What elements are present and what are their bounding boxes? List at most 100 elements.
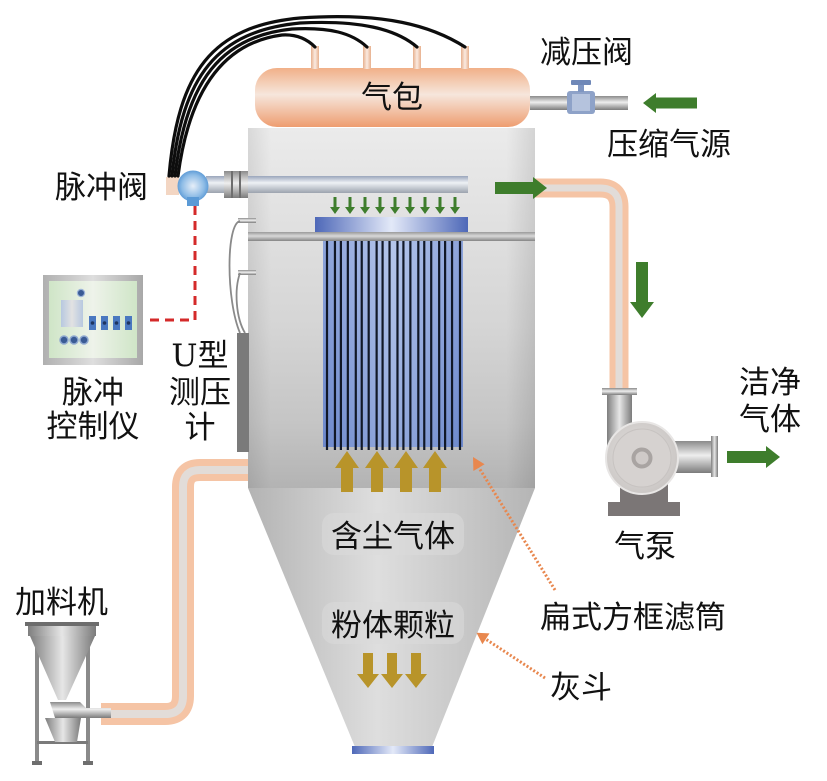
pulse-jet-arrow [390, 197, 400, 214]
filter-cartridge-callout: 扁式方框滤筒 [473, 457, 726, 636]
control-signal-line [147, 206, 197, 322]
pulse-valve-signal-port [187, 197, 199, 206]
controller-dials [59, 335, 89, 345]
controller-dial [79, 335, 89, 345]
air-pump-label: 气泵 [614, 529, 676, 565]
powder-fall-arrow [405, 653, 427, 688]
feeder-leg-right [86, 626, 90, 765]
feeder-top-collar [28, 626, 96, 636]
blow-pipe [206, 176, 468, 193]
feeder-leg-left [35, 626, 39, 765]
pulse-jet-arrow [375, 197, 385, 214]
dusty-gas-arrow [365, 451, 389, 492]
gas-down-arrow [630, 262, 654, 318]
pulse-hose [173, 27, 369, 178]
outlet-duct-highlight [535, 184, 623, 390]
hopper-discharge-flange [352, 746, 434, 754]
manometer-tube [235, 272, 246, 334]
pulse-valve-body [177, 170, 209, 202]
pump-outlet-flange [711, 436, 718, 477]
feeder-hopper-cone [30, 636, 95, 700]
outlet-duct [535, 178, 629, 390]
blow-pipe-assembly [206, 171, 468, 198]
controller-switches [89, 316, 132, 330]
powder-label-bg [322, 602, 464, 644]
dusty-gas-arrow [394, 451, 418, 492]
controller-indicator-knob [76, 288, 86, 298]
feeder-foot-right [83, 761, 93, 765]
pressure-reducing-valve-stem [578, 84, 584, 92]
pump-inlet-flange [602, 388, 637, 395]
clean-gas-label-line1: 洁净 [739, 365, 801, 401]
gas-drum-nozzle [461, 46, 469, 69]
pressure-reducing-valve-handwheel [571, 80, 591, 85]
manometer-tap-lower [238, 270, 256, 275]
switch-dot [102, 321, 107, 325]
diffuser-plate [315, 217, 468, 232]
filter-callout-arrowhead [473, 457, 485, 471]
outlet-duct-outer [535, 178, 629, 390]
switch-dot [114, 321, 119, 325]
air-pump: 气泵 [602, 388, 718, 565]
pulse-jet-arrow [420, 197, 430, 214]
compressed-air-line: 减压阀 压缩气源 [530, 35, 731, 163]
ash-hopper-label: 灰斗 [550, 670, 612, 706]
pulse-jet-arrows [330, 197, 460, 214]
blow-pipe-coupling [224, 171, 248, 198]
hopper-callout-arrowhead [476, 632, 490, 645]
feeder-foot-left [32, 761, 42, 765]
dusty-gas-label-bg [322, 513, 464, 555]
pulse-jet-arrow [345, 197, 355, 214]
controller-display [61, 300, 83, 327]
feeder-lower-cup [45, 718, 81, 742]
gas-drum: 气包 [255, 46, 530, 127]
inlet-duct [101, 459, 248, 725]
filter-cartridge-label: 扁式方框滤筒 [540, 600, 726, 636]
controller-dial [69, 335, 79, 345]
gas-drum-label: 气包 [361, 80, 423, 116]
pulse-valve-inlet-stub [166, 177, 179, 195]
u-manometer-label-line2: 测压 [169, 375, 231, 411]
clean-gas-arrow [727, 446, 780, 468]
manometer-gauge [237, 333, 249, 452]
filter-cartridge-bank [323, 241, 463, 450]
pulse-jet-arrow [405, 197, 415, 214]
pressure-reducing-valve-label: 减压阀 [540, 35, 633, 71]
pulse-jet-arrow [360, 197, 370, 214]
manometer-tube [228, 220, 241, 334]
dusty-gas-arrows [335, 451, 447, 492]
pulse-jet-arrow [435, 197, 445, 214]
u-tube-manometer: U型 测压 计 [169, 218, 256, 452]
ash-hopper-callout: 灰斗 [476, 632, 612, 706]
tube-sheet [248, 232, 535, 241]
manometer-tap-upper [238, 218, 256, 223]
u-manometer-label-line3: 计 [185, 410, 216, 446]
pulse-hose [176, 33, 317, 178]
dusty-gas-label: 含尘气体 [331, 519, 455, 555]
pulse-valve [166, 170, 209, 206]
collector-body: 含尘气体 粉体颗粒 [248, 128, 535, 754]
pulse-hoses [167, 15, 467, 178]
powder-fall-arrow [381, 653, 403, 688]
gas-drum-vessel [255, 68, 530, 127]
compressed-air-source-label: 压缩气源 [607, 127, 731, 163]
u-manometer-label-line1: U型 [171, 338, 228, 374]
dusty-gas-arrow [423, 451, 447, 492]
feeder-crossbar [37, 741, 88, 744]
pulse-valve-label: 脉冲阀 [55, 170, 148, 206]
clean-gas-label-line2: 气体 [739, 402, 801, 438]
coupling-groove-2 [239, 171, 241, 198]
filter-callout-leader [474, 462, 557, 591]
pulse-controller-label-line1: 脉冲 [62, 375, 124, 411]
feeder-top-rim [25, 622, 99, 626]
switch-dot [126, 321, 131, 325]
pressure-reducing-valve-flange [572, 94, 590, 111]
powder-fall-arrow [357, 653, 379, 688]
gas-outlet-arrow [495, 177, 547, 199]
controller-dial [59, 335, 69, 345]
inlet-duct-highlight [101, 466, 248, 718]
coupling-groove-1 [231, 171, 233, 198]
pump-base [608, 502, 680, 516]
pulse-hose [170, 20, 419, 178]
